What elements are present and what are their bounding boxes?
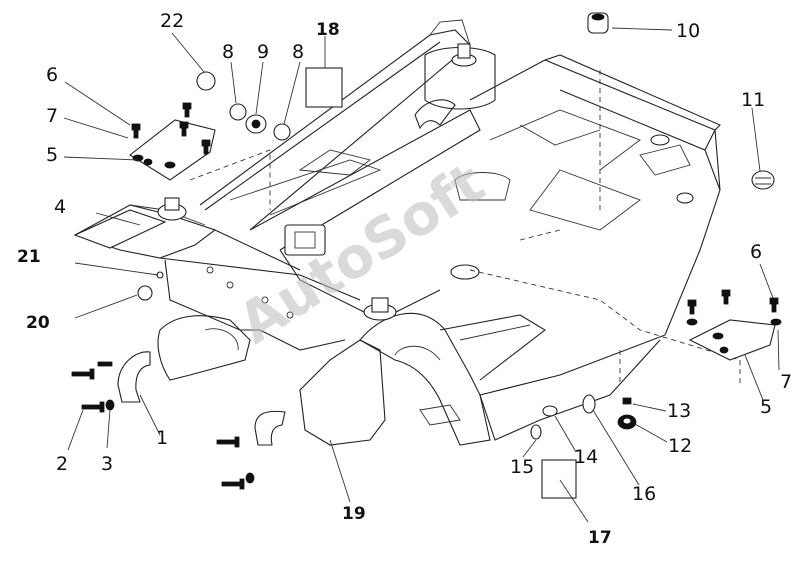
callout-20: 20 bbox=[26, 313, 50, 333]
washer-part-14 bbox=[542, 405, 558, 417]
callout-3: 3 bbox=[101, 453, 113, 475]
callout-12: 12 bbox=[668, 435, 692, 457]
watermark-text: AutoSoft bbox=[227, 151, 496, 357]
callout-7a: 7 bbox=[46, 105, 58, 127]
callout-15: 15 bbox=[510, 456, 534, 478]
callout-19: 19 bbox=[342, 504, 366, 524]
bracket-clamps bbox=[71, 351, 286, 490]
callout-5b: 5 bbox=[760, 396, 772, 418]
callouts: 22 8 9 8 18 10 11 6 7 5 4 21 20 2 3 1 19… bbox=[17, 10, 792, 548]
plug-part-20 bbox=[137, 285, 153, 301]
callout-22: 22 bbox=[160, 10, 184, 32]
callout-9: 9 bbox=[257, 41, 269, 63]
plug-part-16 bbox=[582, 394, 596, 414]
callout-6b: 6 bbox=[750, 241, 762, 263]
callout-10: 10 bbox=[676, 20, 700, 42]
callout-21: 21 bbox=[17, 247, 41, 267]
callout-1: 1 bbox=[156, 427, 168, 449]
callout-4: 4 bbox=[54, 196, 66, 218]
callout-18: 18 bbox=[316, 20, 340, 40]
bushings bbox=[229, 103, 291, 141]
mount-plate-left bbox=[129, 102, 216, 181]
label-part-17 bbox=[541, 459, 577, 499]
callout-14: 14 bbox=[574, 446, 598, 468]
mount-plate-right bbox=[686, 289, 782, 361]
cap-part-10 bbox=[587, 12, 609, 34]
callout-17: 17 bbox=[588, 528, 612, 548]
callout-8a: 8 bbox=[222, 41, 234, 63]
callout-16: 16 bbox=[632, 483, 656, 505]
callout-5a: 5 bbox=[46, 144, 58, 166]
plug-part-15 bbox=[530, 424, 542, 440]
main-frame bbox=[73, 19, 741, 446]
callout-6a: 6 bbox=[46, 64, 58, 86]
plug-part-22 bbox=[196, 71, 216, 91]
callout-8b: 8 bbox=[292, 41, 304, 63]
leader-lines bbox=[63, 27, 780, 523]
callout-13: 13 bbox=[667, 400, 691, 422]
nut-part-12 bbox=[617, 397, 637, 430]
pad-part-4 bbox=[73, 209, 167, 249]
grommet-part-11 bbox=[751, 170, 775, 190]
label-part-18 bbox=[305, 67, 343, 108]
callout-2: 2 bbox=[56, 453, 68, 475]
callout-7b: 7 bbox=[780, 371, 792, 393]
callout-11: 11 bbox=[741, 89, 765, 111]
